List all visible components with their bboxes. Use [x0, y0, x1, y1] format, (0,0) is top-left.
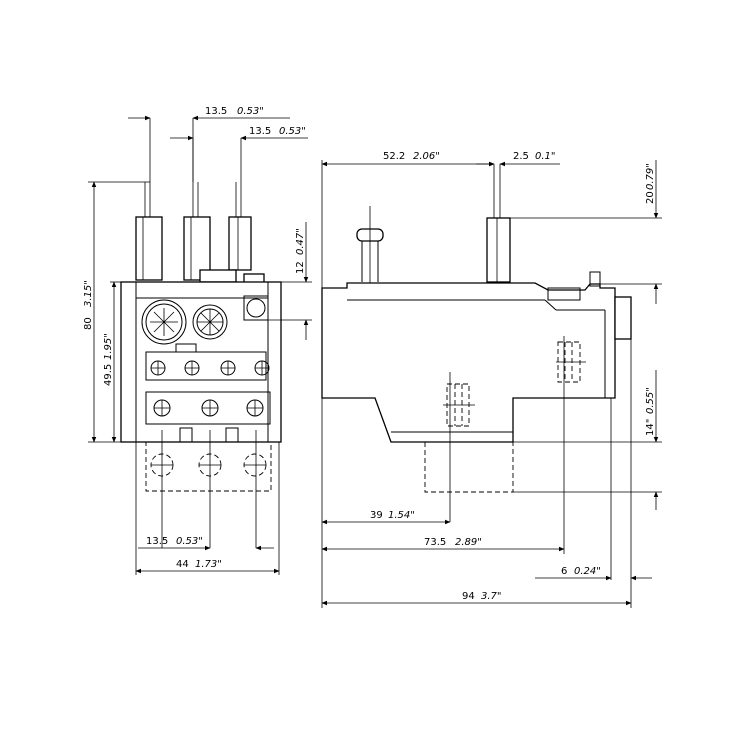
dim-terminal-height-inch: 0.79" [645, 163, 656, 190]
dim-lower-offset-inch: 0.55" [645, 387, 656, 414]
dim-second-pitch-inch: 0.53" [279, 126, 306, 137]
dim-mount-second: 73.5 2.89" [321, 537, 565, 552]
dim-rear-depth-inch: 0.24" [574, 566, 601, 577]
dim-height-total-inch: 3.15" [83, 280, 94, 307]
dim-overall-depth-mm: 94 [462, 591, 475, 602]
dim-top-pitch-inch: 0.53" [237, 106, 264, 117]
front-top-block [199, 269, 237, 283]
dim-terminal-position-inch: 2.06" [413, 151, 440, 162]
dim-dial-offset-inch: 0.47" [295, 228, 306, 255]
dim-terminal-height-mm: 20 [645, 191, 656, 204]
dim-width: 44 1.73" [135, 559, 280, 574]
dim-terminal-height: 20 0.79" [510, 160, 662, 304]
dim-terminal-position-mm: 52.2 [383, 151, 405, 162]
dim-mount-first-mm: 39 [370, 510, 383, 521]
dim-height-body: 49.5 1.95" [103, 281, 121, 443]
dim-terminal-width-mm: 2.5 [513, 151, 529, 162]
dim-mount-first: 39 1.54" [321, 510, 451, 525]
dim-terminal-width: 2.5 0.1" [476, 151, 560, 167]
dim-mount-second-mm: 73.5 [424, 537, 446, 548]
front-terminals [135, 182, 252, 281]
dim-dial-offset: 12 0.47" [264, 222, 312, 340]
side-knob [356, 206, 384, 290]
front-view: 13.5 0.53" 13.5 0.53" 80 3.15" 49.5 1.95… [83, 106, 312, 575]
front-screw-row-lower [153, 399, 264, 417]
dim-rear-depth-mm: 6 [561, 566, 567, 577]
dim-rear-depth: 6 0.24" [535, 566, 652, 581]
front-screw-row-upper [150, 360, 270, 376]
dim-mount-first-inch: 1.54" [388, 510, 415, 521]
dim-height-body-mm: 49.5 [103, 364, 114, 386]
dim-top-pitch-mm: 13.5 [205, 106, 227, 117]
dim-terminal-width-inch: 0.1" [535, 151, 556, 162]
dim-top-pitch: 13.5 0.53" [128, 106, 290, 121]
dim-height-total: 80 3.15" [83, 181, 150, 443]
dim-bottom-pitch-mm: 13.5 [146, 536, 168, 547]
dim-overall-depth-inch: 3.7" [481, 591, 502, 602]
dim-lower-offset: 14" 0.55" [513, 370, 662, 510]
side-view: 52.2 2.06" 2.5 0.1" 20 0.79" 14" 0.55" [321, 151, 662, 608]
front-housing [120, 281, 282, 443]
dim-lower-offset-mm: 14" [645, 419, 656, 436]
dim-width-mm: 44 [176, 559, 189, 570]
side-rear-clip [614, 296, 632, 340]
dim-height-total-mm: 80 [83, 317, 94, 330]
dim-overall-depth: 94 3.7" [321, 591, 632, 606]
dim-second-pitch-mm: 13.5 [249, 126, 271, 137]
dim-terminal-position: 52.2 2.06" [321, 151, 495, 167]
dim-width-inch: 1.73" [195, 559, 222, 570]
dim-height-body-inch: 1.95" [103, 333, 114, 360]
side-terminal [486, 164, 511, 290]
dim-second-pitch: 13.5 0.53" [170, 126, 308, 141]
dim-mount-second-inch: 2.89" [455, 537, 482, 548]
dim-bottom-pitch: 13.5 0.53" [138, 536, 274, 551]
side-housing [321, 282, 616, 443]
dim-dial-offset-mm: 12 [295, 261, 306, 274]
dim-bottom-pitch-inch: 0.53" [176, 536, 203, 547]
front-dials [141, 295, 269, 345]
